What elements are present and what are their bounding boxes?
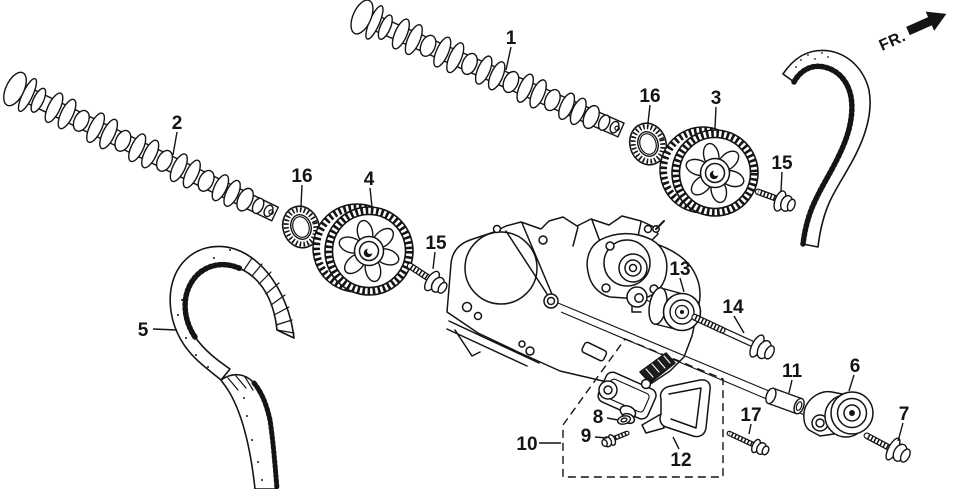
assembly-group-box: [562, 338, 724, 478]
camshaft-front: [3, 71, 280, 222]
callout-label-6-5[interactable]: 6: [850, 356, 861, 377]
callout-leader-1: [505, 46, 512, 71]
timing-belt-idler-pulley: [648, 286, 702, 332]
oil-seal-rear: [628, 122, 668, 166]
callout-label-16-17[interactable]: 16: [639, 86, 660, 107]
callout-leader-6: [848, 374, 855, 392]
adjuster-bolt: [601, 430, 630, 448]
callout-leader-11: [788, 379, 793, 394]
callout-label-11-10[interactable]: 11: [782, 361, 803, 382]
callout-leader-15: [432, 251, 436, 270]
fr-arrow-icon: [906, 11, 947, 36]
tensioner-collar: [765, 387, 805, 415]
callout-label-7-6[interactable]: 7: [899, 404, 910, 425]
callout-leader-2: [172, 131, 178, 156]
callout-leader-17: [748, 423, 752, 435]
callout-label-10-9[interactable]: 10: [516, 434, 537, 455]
fr-direction-indicator: FR.: [877, 11, 947, 55]
callout-leader-7: [897, 422, 904, 442]
callout-label-5-4[interactable]: 5: [138, 320, 149, 341]
callout-label-13-12[interactable]: 13: [669, 259, 690, 280]
idler-bolt: [691, 313, 775, 360]
callout-label-4-3[interactable]: 4: [364, 169, 375, 190]
callout-leader-3: [714, 106, 717, 129]
callout-leader-16: [300, 184, 303, 207]
mount-bolt-17: [726, 430, 770, 456]
callout-label-9-8[interactable]: 9: [581, 426, 592, 447]
callout-label-3-2[interactable]: 3: [711, 88, 722, 109]
callout-leader-12: [672, 436, 680, 450]
camshaft-rear: [350, 0, 625, 138]
adjuster-washer: [616, 415, 632, 425]
callout-leader-8: [606, 417, 619, 421]
timing-belt-end: [782, 49, 871, 248]
callout-leader-13: [679, 277, 685, 293]
engine-block: [446, 215, 701, 391]
fr-label: FR.: [877, 28, 909, 55]
callout-leader-4: [369, 187, 373, 208]
callout-label-17-18[interactable]: 17: [740, 405, 761, 426]
callout-label-8-7[interactable]: 8: [593, 407, 604, 428]
callout-label-14-13[interactable]: 14: [722, 297, 744, 318]
callout-leader-15: [780, 171, 783, 192]
callout-leader-14: [733, 315, 745, 334]
timing-belt-driven-pulley-rear: [659, 126, 759, 217]
timing-belt: [169, 245, 295, 489]
washer-bolt-rear: [754, 188, 796, 212]
callout-leader-9: [594, 436, 608, 439]
callout-label-15-15[interactable]: 15: [771, 153, 793, 174]
callout-label-1-0[interactable]: 1: [506, 28, 517, 49]
tensioner-bolt: [863, 432, 911, 463]
belt-adjuster: [597, 352, 676, 425]
callout-label-12-11[interactable]: 12: [670, 450, 691, 471]
callout-label-16-16[interactable]: 16: [291, 166, 312, 187]
callout-label-2-1[interactable]: 2: [172, 113, 183, 134]
timing-belt-driven-pulley-front: [312, 203, 414, 296]
callout-leader-16: [647, 104, 651, 124]
adjuster-bracket: [641, 379, 711, 438]
oil-seal-front: [281, 205, 321, 249]
callout-label-15-14[interactable]: 15: [425, 233, 447, 254]
belt-speckles: [795, 52, 829, 68]
belt-speckles: [177, 249, 263, 481]
callout-leader-5: [152, 328, 178, 331]
timing-belt-tensioner: [803, 390, 874, 438]
washer-bolt-front: [406, 262, 448, 294]
